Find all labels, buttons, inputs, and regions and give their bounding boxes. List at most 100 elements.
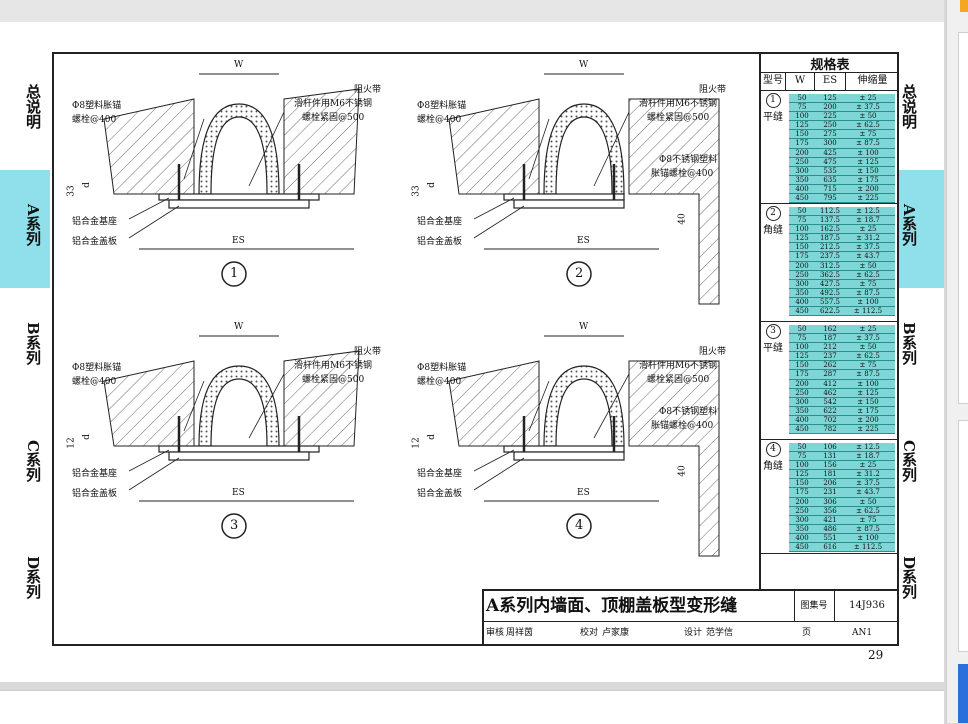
spec-cell-es: 156 [823,461,837,470]
spec-cell-d: ± 75 [859,279,877,288]
spec-cell-es: 412 [823,379,837,388]
spec-cell-es: 622 [823,406,837,415]
spec-cell-w: 75 [797,103,807,112]
aluminum-cover [168,451,310,461]
leader-base [128,449,170,472]
label-anchor: Φ8塑料胀锚 [72,101,122,111]
sidebar-item-d-series[interactable]: D系列 [24,556,42,600]
spec-cell-w: 300 [795,279,809,288]
spec-cell-w: 150 [795,479,809,488]
spec-cell-w: 450 [795,425,809,434]
spec-cell-w: 100 [795,112,809,121]
spec-cell-w: 200 [795,148,809,157]
label-slide-spacing: 螺栓紧固@500 [302,113,365,123]
spec-cell-d: ± 112.5 [853,543,883,552]
right-sidebar-item-general[interactable]: 总说明 [900,84,918,129]
viewer-thumb-2[interactable] [958,420,968,652]
spec-cell-es: 200 [823,103,837,112]
spec-cell-w: 75 [797,452,807,461]
spec-cell-es: 312.5 [819,261,841,270]
detail-number-circle [566,513,592,539]
sidebar-item-general[interactable]: 总说明 [24,84,42,129]
concrete-slab-left [448,98,540,195]
label-w: W [579,322,589,332]
spec-cell-es: 782 [823,425,837,434]
spec-cell-d: ± 150 [857,166,879,175]
spec-header-type: 型号 [761,72,786,91]
spec-cell-d: ± 62.5 [856,506,880,515]
spec-cell-d: ± 37.5 [856,479,880,488]
right-sidebar-item-c-series[interactable]: C系列 [900,440,918,482]
spec-cell-d: ± 25 [859,225,877,234]
label-base: 铝合金基座 [72,469,118,479]
viewer-thumb-1[interactable] [958,32,968,404]
label-anchor-spacing: 螺栓@400 [72,115,117,125]
spec-cell-d: ± 31.2 [856,234,880,243]
spec-cell-d: ± 18.7 [856,452,880,461]
detail-number: 4 [575,518,584,533]
label-d: d [426,182,437,188]
label-cover: 铝合金盖板 [72,237,118,247]
label-anchor: Φ8塑料胀锚 [72,363,122,373]
label-height: 33 [411,185,422,197]
sidebar-item-a-series[interactable]: A系列 [24,204,42,246]
spec-cell-d: ± 175 [857,175,879,184]
spec-cell-d: ± 62.5 [856,270,880,279]
spec-cell-es: 300 [823,139,837,148]
spec-group-type: 平缝 [763,343,783,354]
spec-group-number: 1 [765,93,781,108]
aluminum-cover [168,199,310,209]
spec-cell-d: ± 62.5 [856,121,880,130]
viewer-thumb-active[interactable] [958,664,968,723]
spec-cell-d: ± 12.5 [856,207,880,215]
spec-cell-w: 100 [795,225,809,234]
concrete-slab-left [103,360,195,447]
spec-cell-es: 715 [823,184,837,193]
label-es: ES [232,488,245,498]
spec-cell-d: ± 12.5 [856,443,880,451]
spec-cell-d: ± 87.5 [856,370,880,379]
spec-cell-es: 486 [823,524,837,533]
aluminum-cover [513,451,625,461]
spec-group-number: 4 [765,442,781,457]
spec-cell-d: ± 87.5 [856,139,880,148]
check-name: 卢家康 [602,628,630,638]
leader-anchor [183,118,205,180]
right-sidebar-item-b-series[interactable]: B系列 [900,322,918,365]
aluminum-base [503,193,625,201]
spec-cell-w: 250 [795,506,809,515]
sidebar-item-b-series[interactable]: B系列 [24,322,42,365]
spec-cell-es: 462 [823,388,837,397]
spec-cell-w: 125 [795,121,809,130]
spec-cell-w: 125 [795,470,809,479]
spec-cell-w: 50 [797,94,807,102]
spec-cell-es: 492.5 [819,288,841,297]
label-base: 铝合金基座 [72,217,118,227]
label-height: 12 [66,437,77,449]
spec-cell-d: ± 50 [859,343,877,352]
spec-cell-w: 400 [795,533,809,542]
viewer-bottom-bar [0,690,944,724]
page-code: AN1 [852,628,873,638]
sidebar-item-c-series[interactable]: C系列 [24,440,42,482]
right-sidebar-item-d-series[interactable]: D系列 [900,556,918,600]
right-sidebar-item-a-series[interactable]: A系列 [900,204,918,246]
aluminum-base [503,445,625,453]
spec-group-type: 平缝 [763,112,783,123]
spec-cell-d: ± 25 [859,94,877,102]
label-slide: 滑杆件用M6不锈钢 [294,99,372,109]
spec-cell-d: ± 43.7 [856,252,880,261]
spec-group-type: 角缝 [763,225,783,236]
